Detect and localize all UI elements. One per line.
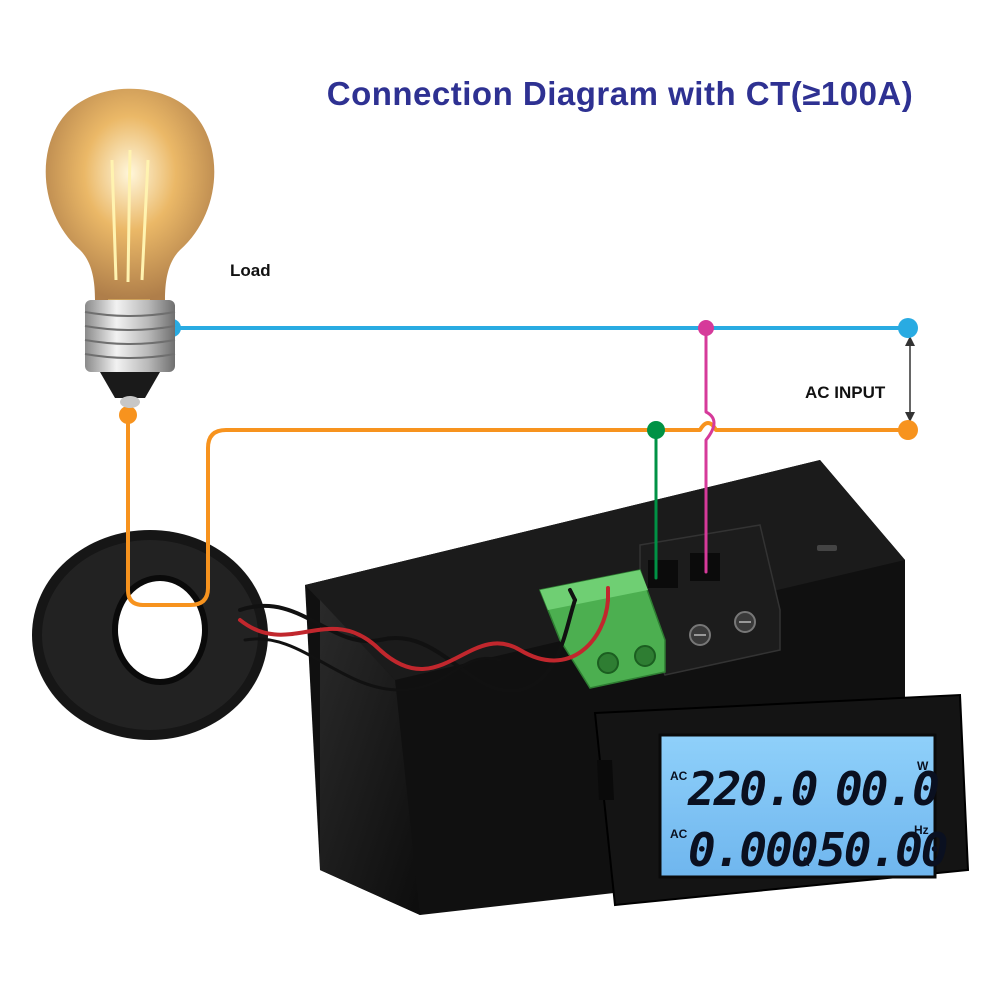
live-wire xyxy=(126,413,910,607)
light-bulb-icon xyxy=(45,88,215,408)
lcd-power-unit: W xyxy=(917,759,929,773)
current-transformer xyxy=(32,530,268,740)
lcd-power-value: 00.0 xyxy=(835,762,938,816)
diagram-title: Connection Diagram with CT(≥100A) xyxy=(327,75,914,112)
neutral-tap-wire xyxy=(704,326,716,574)
lcd-display: AC 220.0 V 00.0 W AC 0.000 A 50.00 Hz xyxy=(670,759,949,877)
lcd-current-value: 0.000 xyxy=(688,823,817,877)
lcd-frequency-unit: Hz xyxy=(914,823,929,837)
lcd-row1-prefix: AC xyxy=(670,769,688,783)
load-label: Load xyxy=(230,261,271,280)
meter-front-panel xyxy=(593,693,970,907)
lcd-voltage-value: 220.0 xyxy=(687,762,817,816)
bulb-live-node xyxy=(119,406,137,424)
live-tap-node xyxy=(647,421,665,439)
ct-lead-wires xyxy=(238,586,610,693)
neutral-tap-node xyxy=(698,320,714,336)
lcd-row2-prefix: AC xyxy=(670,827,688,841)
lcd-frequency-value: 50.00 xyxy=(818,823,947,877)
wiring xyxy=(126,326,915,607)
lcd-voltage-unit-label: V xyxy=(801,793,809,807)
ct-terminal-block xyxy=(538,569,666,689)
lcd-current-unit: A xyxy=(801,855,810,869)
ac-input-neutral-node xyxy=(898,318,918,338)
junction-dots xyxy=(119,318,918,440)
ac-input-live-node xyxy=(898,420,918,440)
ac-input-label: AC INPUT xyxy=(805,383,886,402)
